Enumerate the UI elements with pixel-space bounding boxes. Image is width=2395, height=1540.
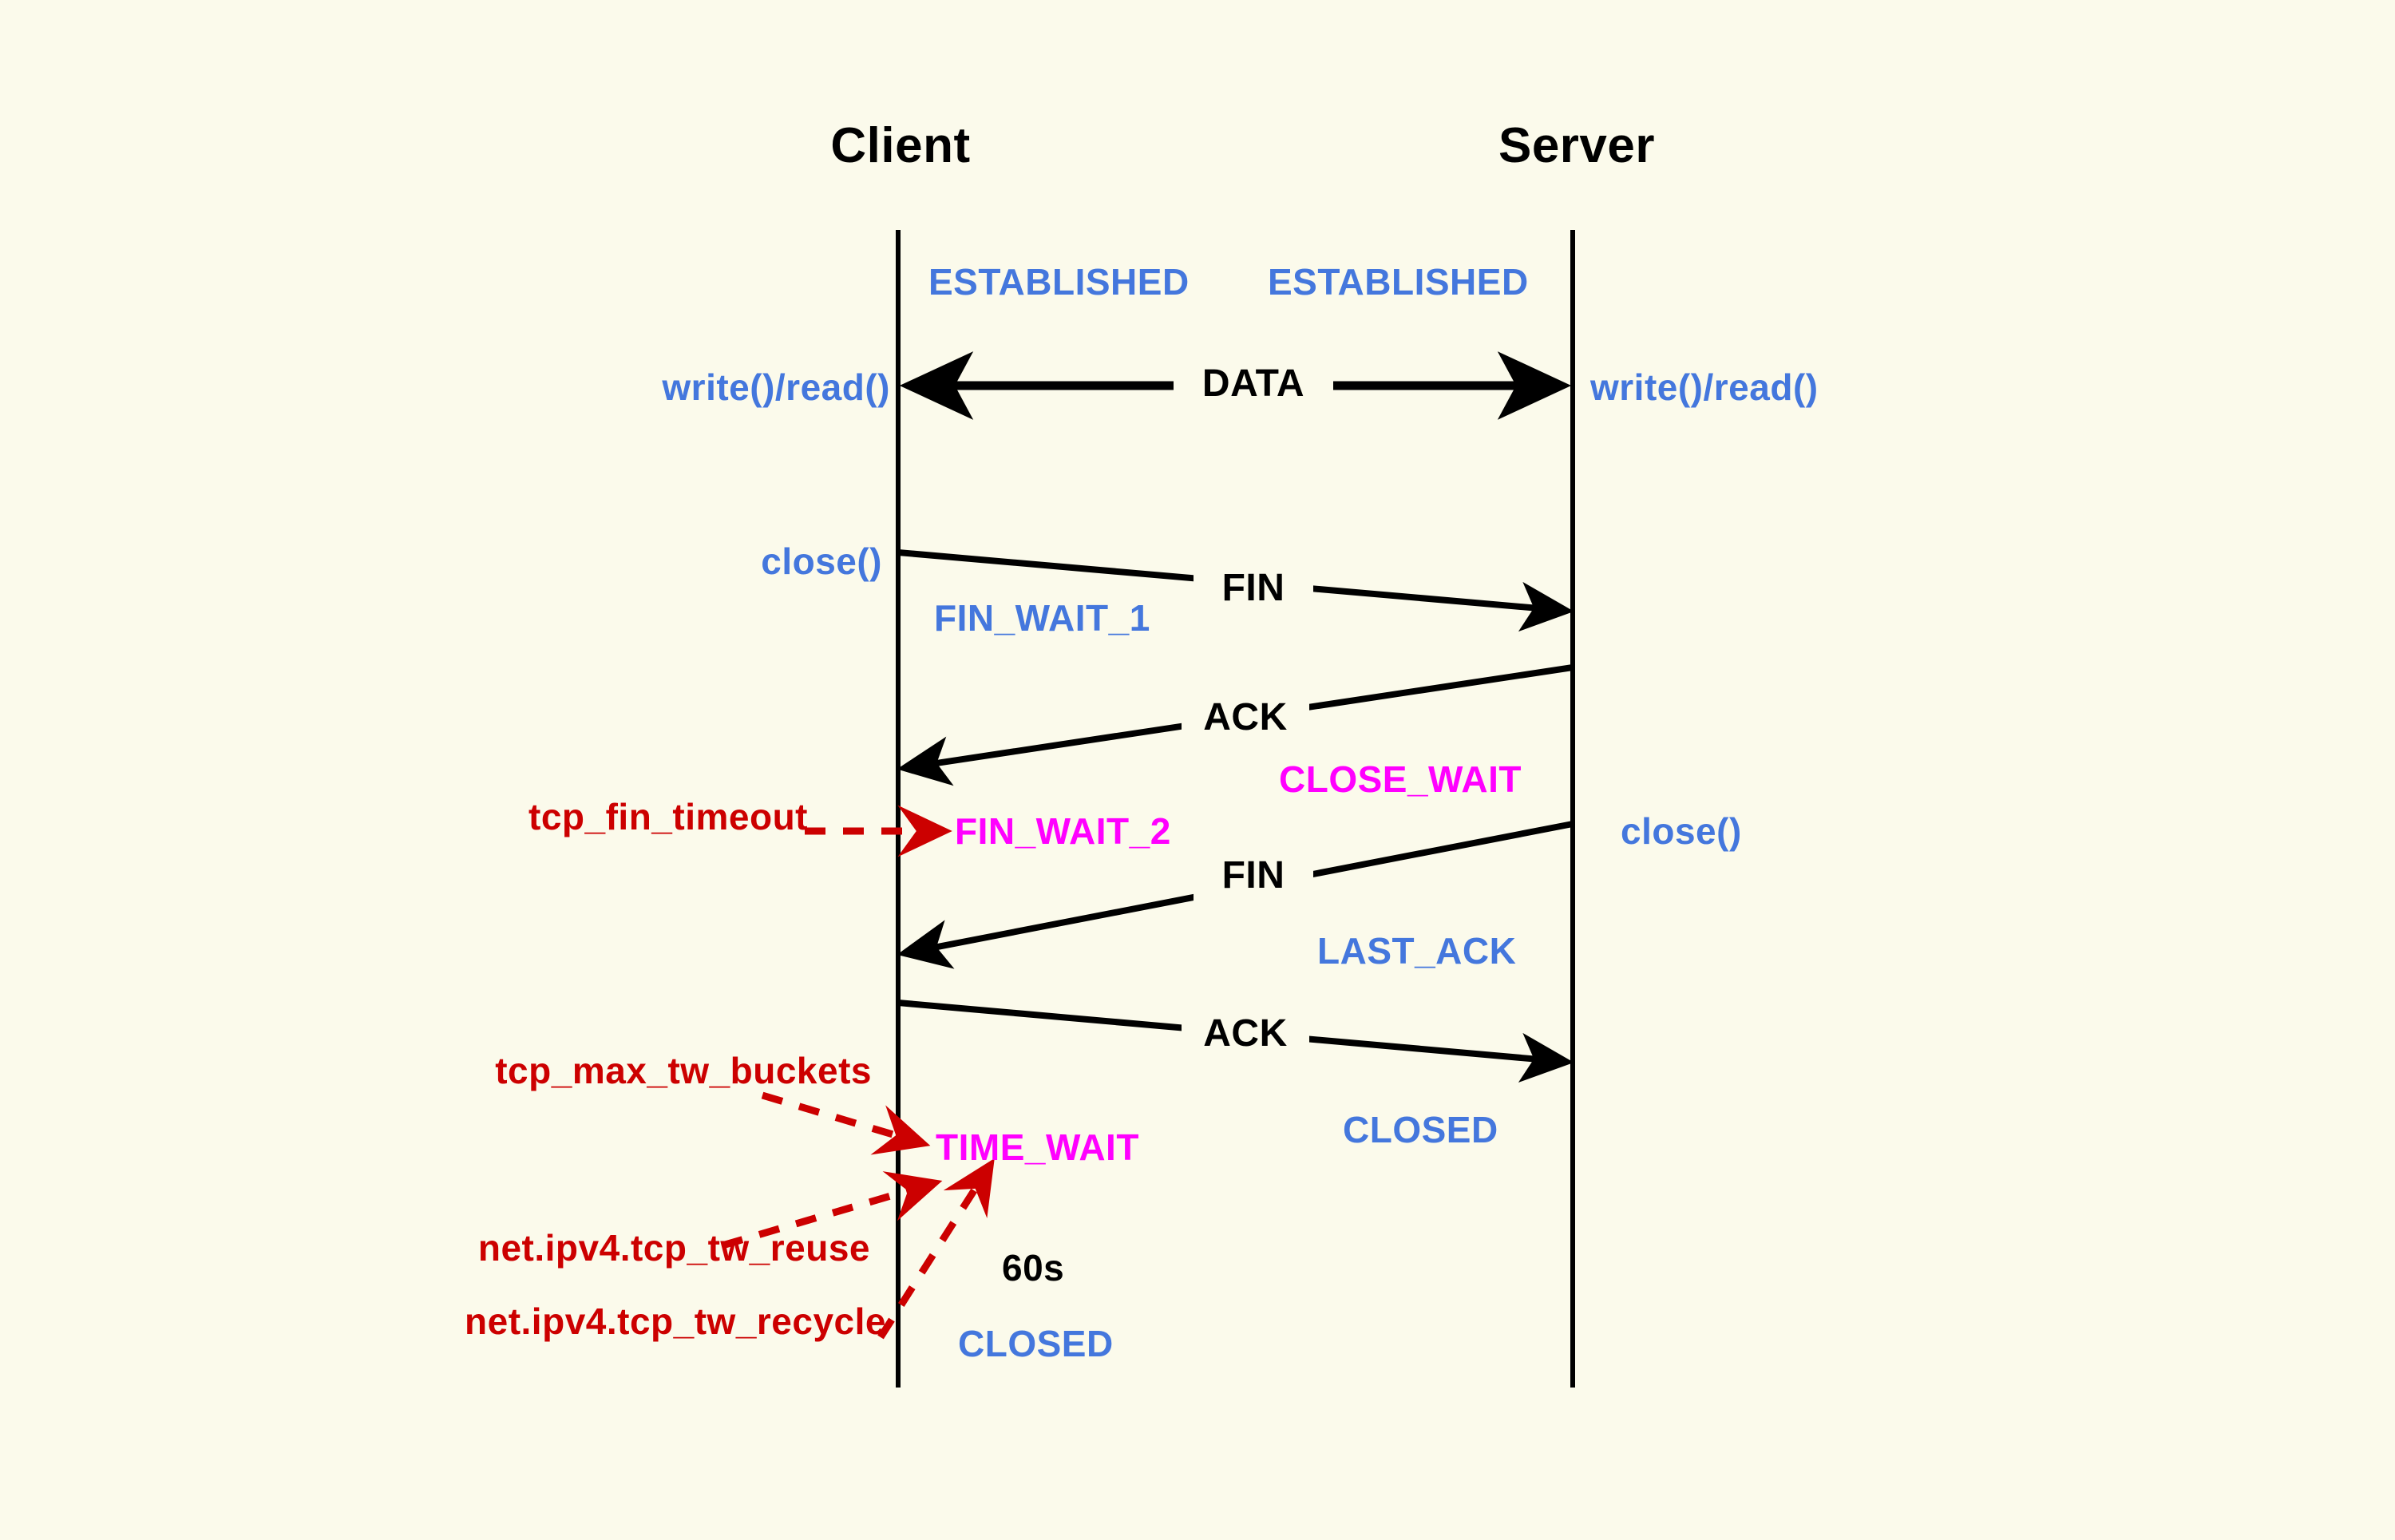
syscall-server-close: close() [1621, 810, 1742, 852]
sysctl-label-tcp-tw-recycle: net.ipv4.tcp_tw_recycle [465, 1300, 886, 1342]
pointer-tcp-max-tw-buckets [761, 1091, 931, 1155]
sysctl-pointer-arrows [721, 805, 995, 1340]
message-label-ack-2: ACK [1203, 1012, 1288, 1055]
syscall-server-write-read: write()/read() [1590, 366, 1819, 408]
message-label-fin-2: FIN [1221, 854, 1285, 897]
state-server-last-ack: LAST_ACK [1317, 930, 1517, 972]
state-server-close-wait: CLOSE_WAIT [1279, 758, 1522, 800]
label-backdrops [1174, 354, 1333, 1067]
state-client-fin-wait-2: FIN_WAIT_2 [955, 810, 1171, 852]
timer-label-time-wait-60s: 60s [1002, 1247, 1065, 1289]
syscall-client-close: close() [761, 540, 882, 582]
sysctl-label-tcp-max-tw-buckets: tcp_max_tw_buckets [495, 1050, 872, 1091]
message-label-fin-1: FIN [1221, 567, 1285, 609]
state-client-time-wait: TIME_WAIT [936, 1126, 1139, 1168]
state-client-fin-wait-1: FIN_WAIT_1 [934, 597, 1150, 639]
syscall-client-write-read: write()/read() [662, 366, 890, 408]
state-client-closed: CLOSED [958, 1323, 1114, 1364]
state-server-closed: CLOSED [1343, 1109, 1498, 1150]
state-server-established: ESTABLISHED [1268, 261, 1529, 303]
actor-title-server: Server [1498, 118, 1656, 173]
message-label-data: DATA [1201, 362, 1305, 405]
sysctl-label-tcp-tw-reuse: net.ipv4.tcp_tw_reuse [477, 1227, 870, 1269]
state-client-established: ESTABLISHED [928, 261, 1190, 303]
pointer-tcp-tw-recycle [877, 1158, 995, 1340]
actor-title-client: Client [830, 118, 971, 173]
sysctl-label-tcp-fin-timeout: tcp_fin_timeout [528, 796, 808, 837]
message-label-ack-1: ACK [1203, 696, 1288, 738]
